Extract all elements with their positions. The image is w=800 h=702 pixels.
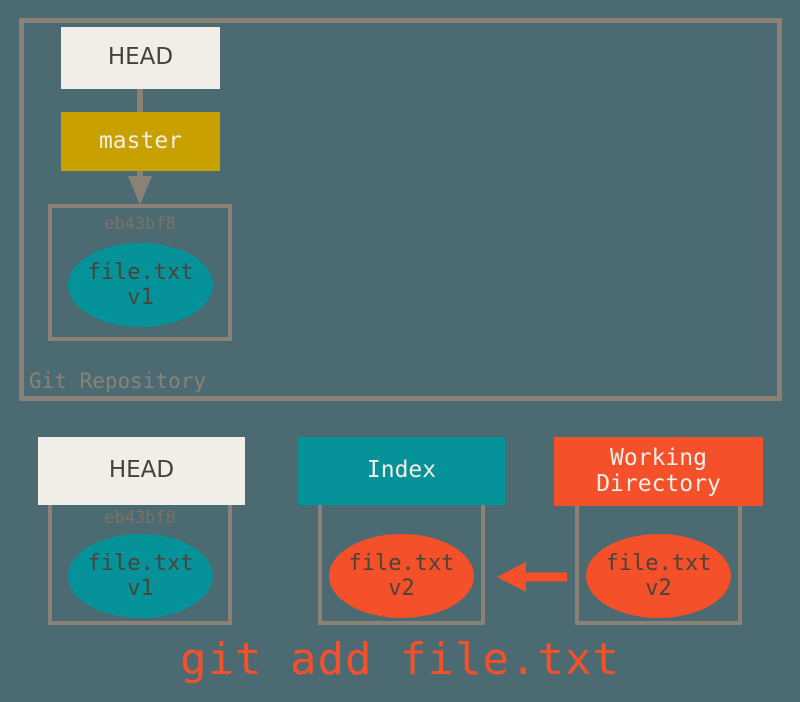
workdir-area-blob-filename: file.txt — [605, 550, 712, 576]
head-area-blob-filename: file.txt — [87, 550, 194, 576]
repo-master-box: master — [61, 112, 220, 171]
repo-commit-blob: file.txt v1 — [68, 243, 213, 327]
repo-head-label: HEAD — [107, 44, 174, 71]
repo-commit-sha: eb43bf8 — [104, 214, 176, 234]
head-area-blob-version: v1 — [127, 576, 154, 601]
head-area-label: HEAD — [108, 457, 175, 484]
git-repository-label: Git Repository — [29, 369, 207, 393]
head-area-header: HEAD — [38, 437, 245, 505]
workdir-area-blob-version: v2 — [645, 576, 672, 601]
index-area-blob-filename: file.txt — [348, 550, 455, 576]
head-area-blob: file.txt v1 — [68, 534, 213, 618]
index-area-container — [318, 502, 485, 625]
workdir-area-blob: file.txt v2 — [586, 534, 731, 618]
workdir-area-header: Working Directory — [554, 437, 763, 506]
workdir-area-label-line2: Directory — [596, 470, 721, 497]
head-area-sha: eb43bf8 — [104, 508, 176, 528]
arrow-workdir-to-index — [497, 562, 567, 592]
head-area-container — [48, 502, 232, 625]
connector-head-to-master — [137, 88, 143, 115]
workdir-area-label-line1: Working — [610, 444, 707, 471]
repo-commit-blob-filename: file.txt — [87, 259, 194, 285]
git-repository-frame — [19, 18, 782, 401]
repo-commit-box: eb43bf8 — [48, 204, 232, 341]
index-area-label: Index — [366, 457, 437, 484]
repo-master-label: master — [98, 127, 183, 154]
index-area-blob-version: v2 — [388, 576, 415, 601]
index-area-header: Index — [298, 437, 505, 505]
repo-head-box: HEAD — [61, 27, 220, 89]
command-caption: git add file.txt — [180, 634, 620, 685]
workdir-area-container — [575, 503, 742, 625]
index-area-blob: file.txt v2 — [329, 534, 474, 618]
repo-commit-blob-version: v1 — [127, 285, 154, 310]
